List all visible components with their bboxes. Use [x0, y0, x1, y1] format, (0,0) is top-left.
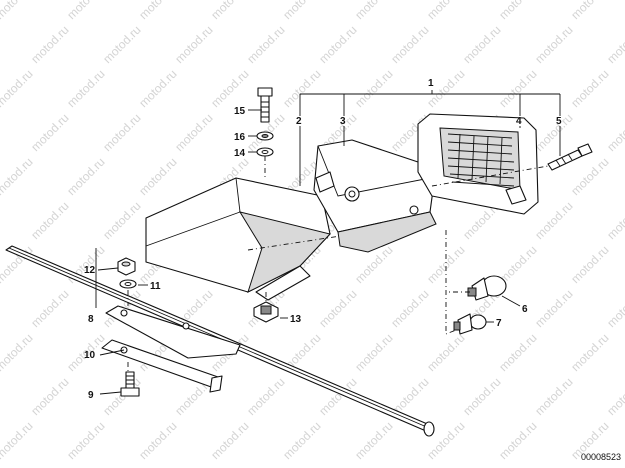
- watermark: motod.ru: [64, 419, 107, 462]
- callout-7: 7: [496, 318, 502, 329]
- watermark: motod.ru: [64, 0, 107, 22]
- watermark: motod.ru: [208, 0, 251, 22]
- watermark: motod.ru: [460, 375, 503, 418]
- watermark: motod.ru: [604, 287, 625, 330]
- watermark: motod.ru: [100, 111, 143, 154]
- watermark: motod.ru: [0, 67, 36, 110]
- watermark: motod.ru: [532, 199, 575, 242]
- callout-5: 5: [556, 116, 562, 127]
- watermark: motod.ru: [532, 23, 575, 66]
- watermark: motod.ru: [0, 0, 36, 22]
- bolt-15: [257, 87, 273, 123]
- watermark: motod.ru: [28, 23, 71, 66]
- watermark: motod.ru: [316, 23, 359, 66]
- callout-3: 3: [340, 116, 346, 127]
- watermark: motod.ru: [244, 23, 287, 66]
- leader-lines: [95, 90, 561, 395]
- watermark: motod.ru: [460, 23, 503, 66]
- washer-11: [119, 279, 137, 289]
- watermark: motod.ru: [208, 67, 251, 110]
- watermark: motod.ru: [388, 287, 431, 330]
- watermark: motod.ru: [568, 67, 611, 110]
- watermark: motod.ru: [316, 287, 359, 330]
- watermark: motod.ru: [136, 0, 179, 22]
- watermark: motod.ru: [604, 23, 625, 66]
- lamp-housing: [145, 177, 381, 301]
- watermark: motod.ru: [496, 419, 539, 462]
- watermark: motod.ru: [136, 67, 179, 110]
- watermark: motod.ru: [0, 419, 36, 462]
- watermark: motod.ru: [28, 111, 71, 154]
- watermark: motod.ru: [244, 375, 287, 418]
- watermark: motod.ru: [604, 199, 625, 242]
- mounting-bracket: [101, 305, 241, 393]
- watermark: motod.ru: [172, 111, 215, 154]
- callout-12: 12: [84, 265, 96, 276]
- callout-4: 4: [516, 116, 522, 127]
- watermark: motod.ru: [28, 287, 71, 330]
- watermark: motod.ru: [280, 419, 323, 462]
- watermark: motod.ru: [352, 67, 395, 110]
- watermark: motod.ru: [172, 23, 215, 66]
- callout-2: 2: [296, 116, 302, 127]
- watermark: motod.ru: [280, 0, 323, 22]
- watermark: motod.ru: [64, 155, 107, 198]
- watermark: motod.ru: [100, 199, 143, 242]
- watermark: motod.ru: [0, 331, 36, 374]
- watermark: motod.ru: [28, 199, 71, 242]
- callout-16: 16: [234, 132, 246, 143]
- watermark: motod.ru: [496, 0, 539, 22]
- tail-light-lens: [417, 113, 539, 215]
- watermark: motod.ru: [496, 331, 539, 374]
- watermark: motod.ru: [352, 419, 395, 462]
- watermark: motod.ru: [100, 23, 143, 66]
- watermark: motod.ru: [208, 419, 251, 462]
- callout-9: 9: [88, 390, 94, 401]
- callout-8: 8: [88, 314, 94, 325]
- watermark: motod.ru: [604, 375, 625, 418]
- assembly-guides: [127, 156, 549, 372]
- watermark: motod.ru: [0, 155, 36, 198]
- callout-10: 10: [84, 350, 96, 361]
- watermark: motod.ru: [532, 111, 575, 154]
- washer-14: [256, 147, 274, 157]
- watermark: motod.ru: [352, 331, 395, 374]
- watermark: motod.ru: [388, 23, 431, 66]
- callout-15: 15: [234, 106, 246, 117]
- watermark: motod.ru: [604, 111, 625, 154]
- watermark: motod.ru: [136, 419, 179, 462]
- callout-11: 11: [150, 281, 161, 292]
- watermark: motod.ru: [568, 0, 611, 22]
- watermark: motod.ru: [424, 0, 467, 22]
- watermark: motod.ru: [352, 0, 395, 22]
- callout-6: 6: [522, 304, 528, 315]
- watermark: motod.ru: [280, 67, 323, 110]
- watermark: motod.ru: [568, 243, 611, 286]
- bulb-7: [453, 313, 487, 335]
- watermark: motod.ru: [28, 375, 71, 418]
- clip-13: [253, 301, 279, 323]
- lamp-socket: [313, 139, 437, 253]
- watermark: motod.ru: [136, 155, 179, 198]
- watermark: motod.ru: [424, 331, 467, 374]
- callout-1: 1: [428, 78, 434, 89]
- watermark: motod.ru: [496, 67, 539, 110]
- callouts: 1 2 3 4 5 6 7 8 9 10 11 12 13 14 15 16: [84, 78, 562, 401]
- watermark: motod.ru: [568, 155, 611, 198]
- callout-13: 13: [290, 314, 302, 325]
- callout-14: 14: [234, 148, 246, 159]
- washer-16: [256, 131, 274, 141]
- nut-12: [117, 257, 136, 276]
- watermark: motod.ru: [568, 331, 611, 374]
- watermark: motod.ru: [532, 375, 575, 418]
- watermark: motod.ru: [532, 287, 575, 330]
- diagram-id: 00008523: [580, 452, 621, 462]
- screw-5: [547, 143, 593, 171]
- watermark: motod.ru: [64, 67, 107, 110]
- screw-9: [120, 371, 140, 397]
- bulb-6: [467, 275, 507, 301]
